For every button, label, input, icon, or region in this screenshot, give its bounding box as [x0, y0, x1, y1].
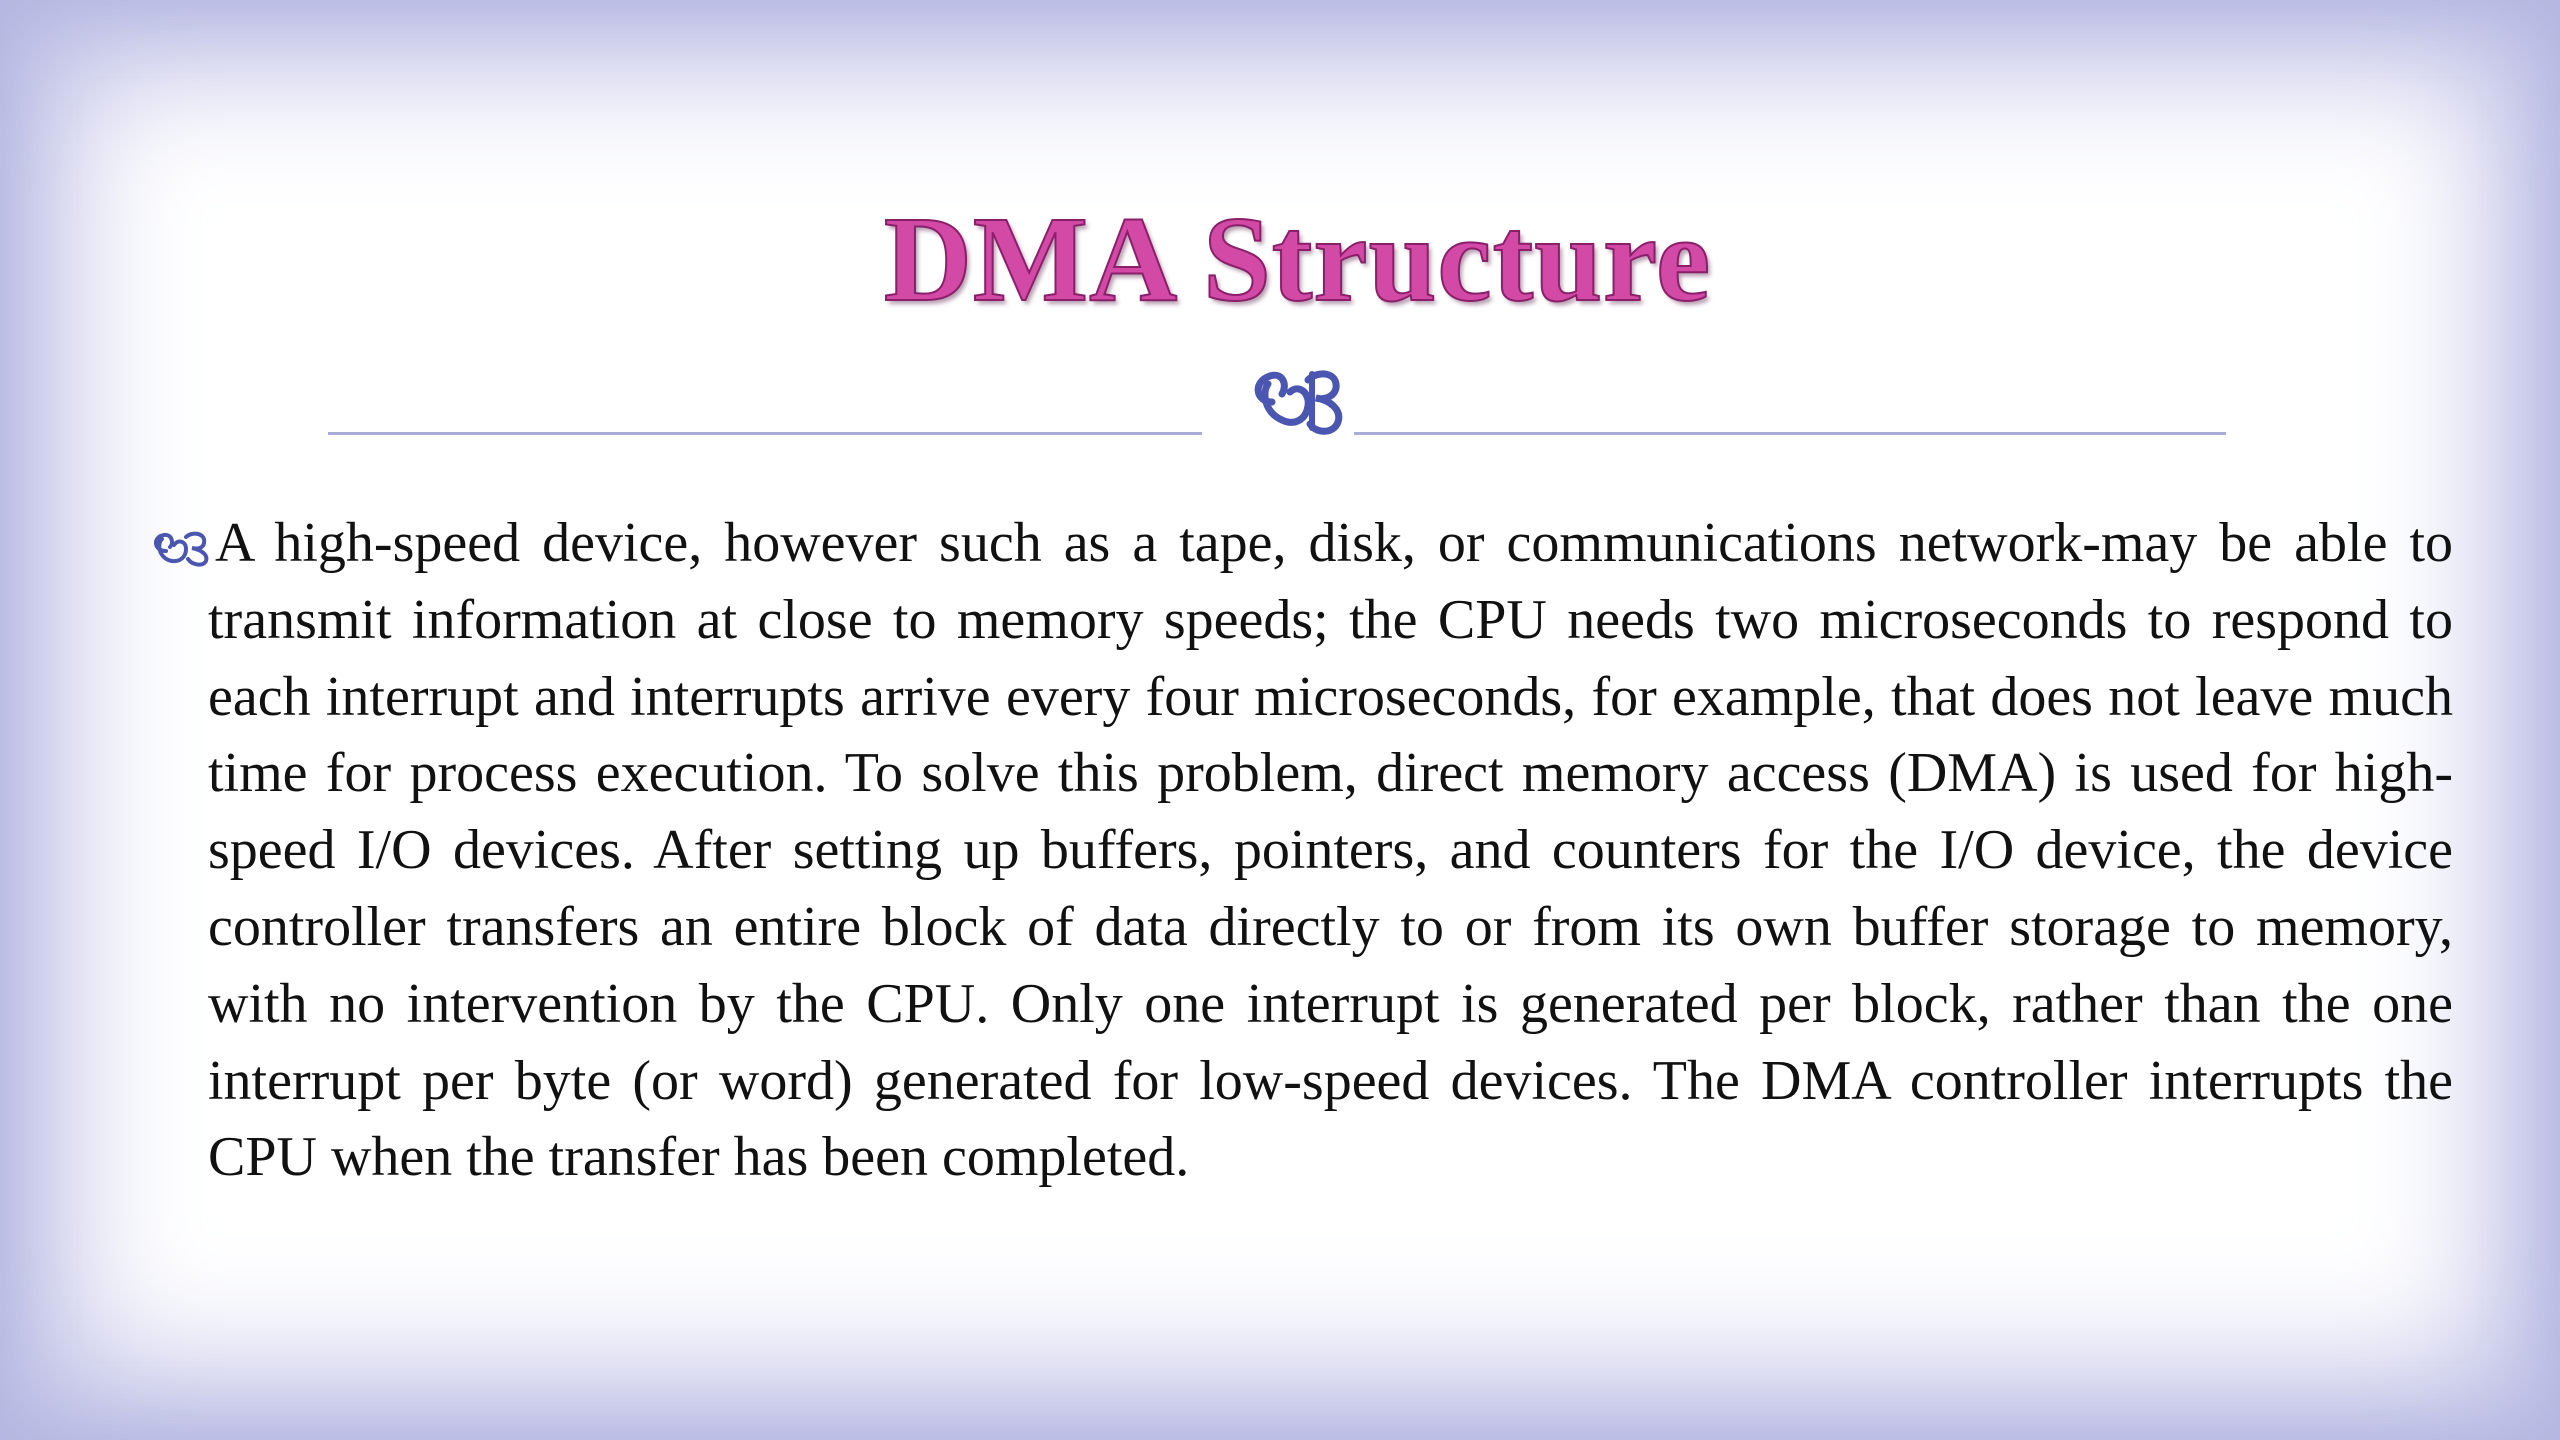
title-divider-right [1354, 432, 2226, 435]
slide-title: DMA Structure [883, 191, 1712, 328]
ornament-swash-icon [1254, 370, 1343, 435]
title-divider-left [328, 432, 1202, 435]
ornament-bullet-icon [154, 531, 209, 567]
body-paragraph: A high-speed device, however such as a t… [208, 512, 2453, 1189]
